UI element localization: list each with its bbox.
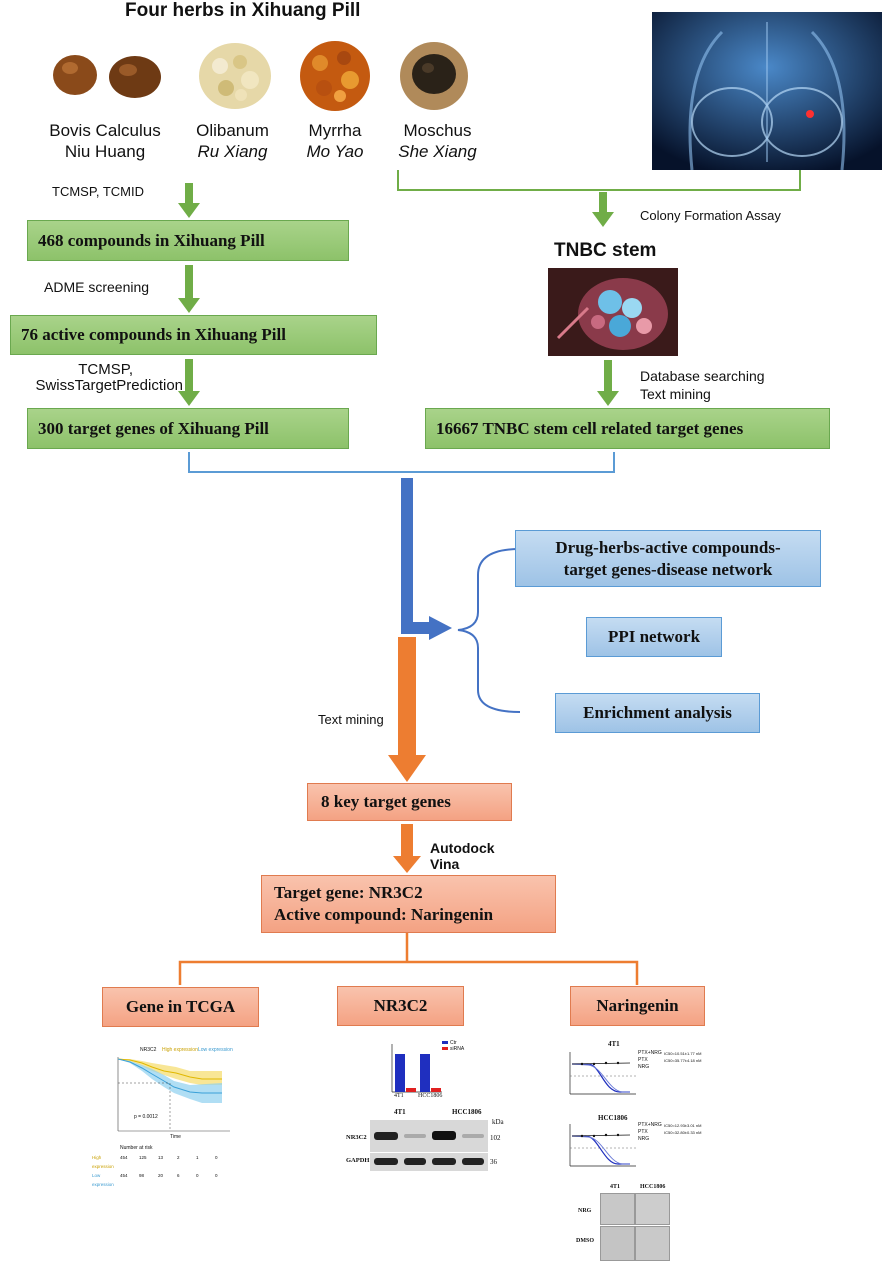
- curve-title-4t1: 4T1: [608, 1040, 620, 1048]
- km-legend-high: High expression: [162, 1047, 198, 1053]
- km-title: NR3C2: [140, 1047, 157, 1053]
- colony-col-hcc1806: HCC1806: [640, 1184, 666, 1190]
- km-xlabel: Time: [170, 1134, 181, 1140]
- green-arrow-right-2: [597, 360, 619, 406]
- km-risk-row-high: High expression 454 125 13 2 1 0: [92, 1155, 218, 1169]
- curly-brace: [457, 548, 521, 713]
- label-colony-formation: Colony Formation Assay: [640, 208, 781, 223]
- olibanum-image: [199, 43, 271, 109]
- km-risk-row-low: Low expression 454 98 20 6 0 0: [92, 1173, 218, 1187]
- colony-col-4t1: 4T1: [610, 1184, 621, 1190]
- orange-arrow-2: [393, 824, 421, 873]
- box-naringenin: Naringenin: [570, 986, 705, 1026]
- green-arrow-2: [178, 265, 200, 313]
- orange-tree: [178, 933, 639, 985]
- ic50-hcc1806: IC50=12.93±3.01 nM IC50=32.80±0.33 nM: [664, 1123, 702, 1135]
- orange-arrow-1: [388, 637, 426, 782]
- box-300-target-genes: 300 target genes of Xihuang Pill: [27, 408, 349, 449]
- merge-bracket: [188, 452, 615, 473]
- colony-image-dmso-4t1: [600, 1226, 635, 1261]
- label-tcmsp-tcmid: TCMSP, TCMID: [52, 184, 144, 199]
- colony-image-nrg-4t1: [600, 1193, 635, 1225]
- colony-image-nrg-hcc1806: [635, 1193, 670, 1225]
- green-arrow-1: [178, 183, 200, 218]
- bar-cat-hcc1806: HCC1806: [418, 1093, 443, 1099]
- colony-row-dmso: DMSO: [576, 1238, 594, 1244]
- myrrha-image: [300, 41, 370, 111]
- nr3c2-bars: [391, 1044, 442, 1093]
- blot-kda-102: 102: [490, 1134, 501, 1142]
- km-legend-low: Low expression: [198, 1047, 233, 1053]
- blot-band-nr3c2: [370, 1120, 488, 1152]
- green-arrow-3: [178, 359, 200, 406]
- label-text-mining: Text mining: [318, 712, 384, 727]
- colony-row-nrg: NRG: [578, 1208, 592, 1214]
- box-16667-tnbc-genes: 16667 TNBC stem cell related target gene…: [425, 408, 830, 449]
- blue-arrow: [401, 478, 452, 640]
- label-database-text-mining: Database searching Text mining: [640, 368, 765, 402]
- green-arrow-right-1: [592, 192, 614, 227]
- blot-kda-36: 36: [490, 1158, 497, 1166]
- curve-legend-4t1: PTX+NRG PTX NRG: [638, 1050, 662, 1070]
- blot-cell-hcc1806: HCC1806: [452, 1108, 482, 1116]
- breast-xray-image: [652, 12, 882, 170]
- km-risk-title: Number at risk: [120, 1145, 153, 1151]
- ic50-4t1: IC50=10.51±1.77 nM IC50=35.77±4.18 nM: [664, 1051, 702, 1063]
- label-adme-screening: ADME screening: [44, 279, 150, 295]
- blot-band-gapdh: [370, 1153, 488, 1171]
- box-468-compounds: 468 compounds in Xihuang Pill: [27, 220, 349, 261]
- label-autodock-vina: Autodock Vina: [430, 840, 495, 872]
- tnbc-stem-title: TNBC stem: [554, 240, 657, 261]
- nr3c2-bar-chart: 4T1 HCC1806 Ctr siRNA: [370, 1040, 510, 1102]
- km-risk-table: High expression 454 125 13 2 1 0 Low exp…: [92, 1153, 248, 1189]
- box-76-active-compounds: 76 active compounds in Xihuang Pill: [10, 315, 377, 355]
- blot-label-nr3c2: NR3C2: [346, 1134, 367, 1141]
- bar-cat-4t1: 4T1: [394, 1093, 404, 1099]
- moschus-image: [400, 42, 468, 110]
- page-title: Four herbs in Xihuang Pill: [125, 0, 361, 21]
- western-blot: 4T1 HCC1806 kDa NR3C2 102: [344, 1108, 514, 1150]
- dose-curve-hcc1806: [569, 1124, 636, 1167]
- box-8-key-genes: 8 key target genes: [307, 783, 512, 821]
- km-survival-plot: NR3C2 High expression Low expression p =…: [90, 1047, 250, 1187]
- blot-kda: kDa: [492, 1118, 504, 1126]
- blot-cell-4t1: 4T1: [394, 1108, 406, 1116]
- box-gene-in-tcga: Gene in TCGA: [102, 987, 259, 1027]
- label-tcmsp-swiss: TCMSP, SwissTargetPrediction: [35, 361, 183, 394]
- dose-curve-4t1: [569, 1052, 636, 1095]
- blot-label-gapdh: GAPDH: [346, 1157, 370, 1164]
- box-ppi-network: PPI network: [586, 617, 722, 657]
- green-bracket: [397, 170, 801, 191]
- curve-legend-hcc1806: PTX+NRG PTX NRG: [638, 1122, 662, 1142]
- box-target-gene-compound: Target gene: NR3C2 Active compound: Nari…: [261, 875, 556, 933]
- colony-image-dmso-hcc1806: [635, 1226, 670, 1261]
- box-enrichment-analysis: Enrichment analysis: [555, 693, 760, 733]
- box-network: Drug-herbs-active compounds- target gene…: [515, 530, 821, 587]
- km-curves: [117, 1057, 230, 1132]
- km-pvalue: p = 0.0012: [134, 1114, 158, 1120]
- curve-title-hcc1806: HCC1806: [598, 1114, 628, 1122]
- box-nr3c2: NR3C2: [337, 986, 464, 1026]
- tnbc-stem-cell-image: [548, 268, 678, 356]
- bovis-calculus-image: [53, 55, 161, 98]
- bar-legend: Ctr siRNA: [442, 1040, 464, 1052]
